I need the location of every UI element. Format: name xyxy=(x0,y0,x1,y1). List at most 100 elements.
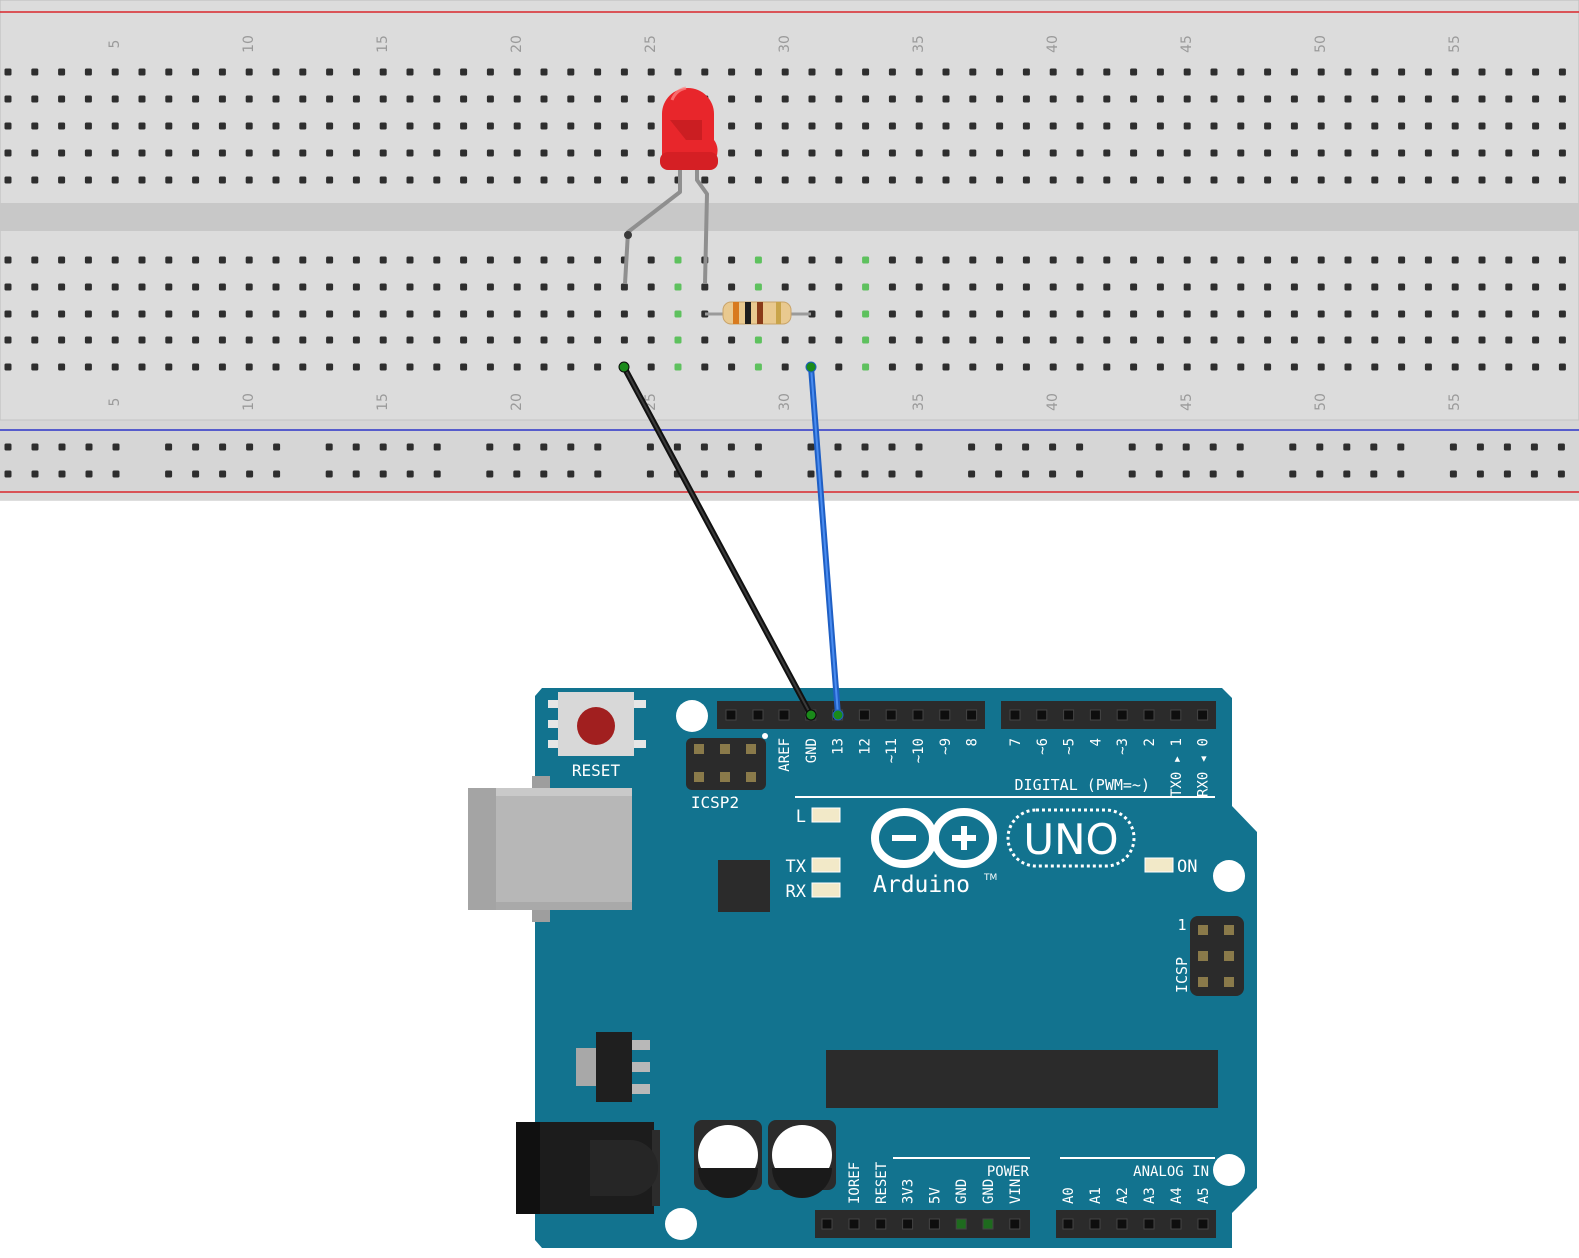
rail-hole[interactable] xyxy=(1343,443,1351,451)
breadboard-hole[interactable] xyxy=(486,310,494,318)
breadboard-hole[interactable] xyxy=(888,363,896,371)
breadboard-hole[interactable] xyxy=(862,149,870,157)
breadboard-hole[interactable] xyxy=(272,149,280,157)
header-pin[interactable] xyxy=(966,709,978,721)
breadboard-hole[interactable] xyxy=(567,336,575,344)
breadboard-hole[interactable] xyxy=(969,68,977,76)
breadboard-hole[interactable] xyxy=(1076,176,1084,184)
breadboard-hole[interactable] xyxy=(326,310,334,318)
breadboard-hole[interactable] xyxy=(245,68,253,76)
breadboard-hole[interactable] xyxy=(1478,122,1486,130)
breadboard-hole-active[interactable] xyxy=(754,283,762,291)
breadboard-hole[interactable] xyxy=(1022,336,1030,344)
rail-hole[interactable] xyxy=(888,443,896,451)
breadboard-hole[interactable] xyxy=(808,310,816,318)
breadboard-hole[interactable] xyxy=(352,310,360,318)
breadboard-hole[interactable] xyxy=(1103,176,1111,184)
breadboard-hole[interactable] xyxy=(352,363,360,371)
rail-hole[interactable] xyxy=(406,443,414,451)
header-pin[interactable] xyxy=(1009,1218,1021,1230)
breadboard-hole[interactable] xyxy=(1022,149,1030,157)
header-pin[interactable] xyxy=(858,709,870,721)
breadboard-hole[interactable] xyxy=(969,283,977,291)
breadboard-hole[interactable] xyxy=(31,336,39,344)
breadboard-hole[interactable] xyxy=(1183,176,1191,184)
breadboard-hole[interactable] xyxy=(245,363,253,371)
rail-hole[interactable] xyxy=(700,470,708,478)
breadboard-hole[interactable] xyxy=(996,122,1004,130)
breadboard-hole[interactable] xyxy=(165,256,173,264)
breadboard-hole[interactable] xyxy=(1156,336,1164,344)
breadboard-hole[interactable] xyxy=(245,176,253,184)
breadboard-hole[interactable] xyxy=(1344,310,1352,318)
breadboard-hole[interactable] xyxy=(31,68,39,76)
breadboard-hole[interactable] xyxy=(647,363,655,371)
breadboard-hole[interactable] xyxy=(326,149,334,157)
breadboard-hole[interactable] xyxy=(1130,336,1138,344)
breadboard-hole[interactable] xyxy=(218,283,226,291)
breadboard-hole[interactable] xyxy=(1398,283,1406,291)
breadboard-hole[interactable] xyxy=(379,122,387,130)
breadboard-hole[interactable] xyxy=(4,95,12,103)
header-pin[interactable] xyxy=(778,709,790,721)
breadboard-hole[interactable] xyxy=(1371,149,1379,157)
breadboard-hole[interactable] xyxy=(111,336,119,344)
breadboard-hole[interactable] xyxy=(1022,256,1030,264)
breadboard-hole[interactable] xyxy=(1156,310,1164,318)
breadboard-hole[interactable] xyxy=(888,122,896,130)
breadboard-hole[interactable] xyxy=(1103,149,1111,157)
breadboard-hole[interactable] xyxy=(1183,68,1191,76)
breadboard-hole[interactable] xyxy=(4,283,12,291)
breadboard-hole[interactable] xyxy=(460,336,468,344)
breadboard-hole[interactable] xyxy=(299,336,307,344)
breadboard-hole[interactable] xyxy=(299,283,307,291)
breadboard-hole[interactable] xyxy=(1049,68,1057,76)
rail-hole[interactable] xyxy=(112,443,120,451)
rail-hole[interactable] xyxy=(1476,470,1484,478)
breadboard-hole[interactable] xyxy=(326,283,334,291)
rail-hole[interactable] xyxy=(246,470,254,478)
breadboard-hole[interactable] xyxy=(647,122,655,130)
breadboard-hole[interactable] xyxy=(1505,95,1513,103)
breadboard-hole[interactable] xyxy=(1371,283,1379,291)
breadboard-hole[interactable] xyxy=(1398,310,1406,318)
breadboard-hole[interactable] xyxy=(1183,283,1191,291)
breadboard-hole[interactable] xyxy=(379,336,387,344)
breadboard-hole[interactable] xyxy=(620,176,628,184)
breadboard-hole[interactable] xyxy=(594,310,602,318)
breadboard-hole[interactable] xyxy=(701,283,709,291)
breadboard-hole[interactable] xyxy=(1532,310,1540,318)
breadboard-hole[interactable] xyxy=(1317,310,1325,318)
breadboard-hole[interactable] xyxy=(1076,256,1084,264)
rail-hole[interactable] xyxy=(219,470,227,478)
breadboard-hole[interactable] xyxy=(996,336,1004,344)
rail-hole[interactable] xyxy=(112,470,120,478)
rail-hole[interactable] xyxy=(1076,443,1084,451)
breadboard-hole[interactable] xyxy=(111,122,119,130)
rail-hole[interactable] xyxy=(1128,443,1136,451)
breadboard-hole[interactable] xyxy=(1264,68,1272,76)
breadboard-hole[interactable] xyxy=(1424,95,1432,103)
breadboard-hole[interactable] xyxy=(1505,149,1513,157)
breadboard-hole[interactable] xyxy=(996,256,1004,264)
breadboard-hole[interactable] xyxy=(969,176,977,184)
rail-hole[interactable] xyxy=(700,443,708,451)
breadboard-hole[interactable] xyxy=(942,310,950,318)
breadboard-hole[interactable] xyxy=(1210,283,1218,291)
breadboard-hole[interactable] xyxy=(218,68,226,76)
breadboard-hole[interactable] xyxy=(1451,336,1459,344)
breadboard-hole[interactable] xyxy=(942,68,950,76)
breadboard-hole[interactable] xyxy=(888,68,896,76)
breadboard-hole[interactable] xyxy=(1210,363,1218,371)
breadboard-hole[interactable] xyxy=(1532,283,1540,291)
breadboard-hole[interactable] xyxy=(1076,122,1084,130)
rail-hole[interactable] xyxy=(1049,470,1057,478)
breadboard-hole[interactable] xyxy=(1264,95,1272,103)
breadboard-hole[interactable] xyxy=(326,122,334,130)
rail-hole[interactable] xyxy=(433,443,441,451)
rail-hole[interactable] xyxy=(1449,443,1457,451)
breadboard-hole[interactable] xyxy=(1317,122,1325,130)
breadboard-hole[interactable] xyxy=(647,310,655,318)
breadboard-hole[interactable] xyxy=(540,256,548,264)
breadboard-hole[interactable] xyxy=(1344,122,1352,130)
